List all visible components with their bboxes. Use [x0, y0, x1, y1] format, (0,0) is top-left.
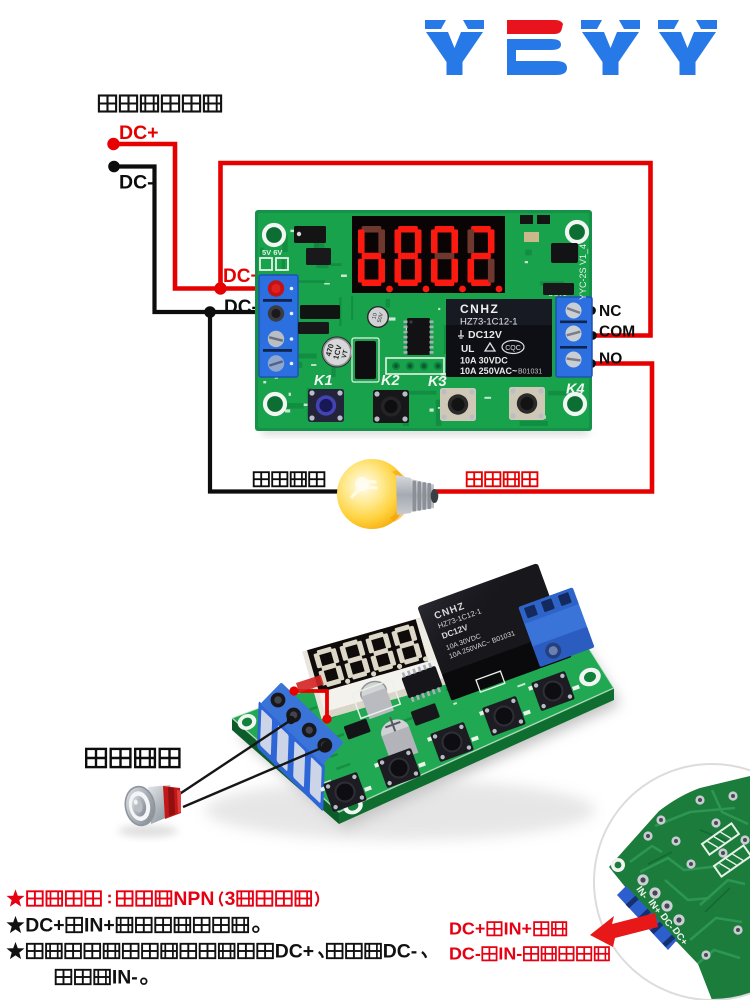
svg-text:5V 6V: 5V 6V: [262, 248, 282, 257]
svg-text:DC-: DC-: [224, 297, 258, 318]
svg-text:DC+: DC+: [223, 266, 262, 287]
svg-text:CNHZ: CNHZ: [460, 302, 499, 316]
svg-text:NO: NO: [599, 351, 622, 368]
svg-text:K1: K1: [314, 373, 333, 389]
svg-text:DC+: DC+: [275, 941, 314, 963]
svg-text:VT: VT: [341, 349, 350, 359]
svg-text:DC-: DC-: [383, 941, 417, 963]
svg-text:YYC-2S V1_4: YYC-2S V1_4: [578, 244, 588, 300]
svg-text:10A 250VAC~: 10A 250VAC~: [460, 366, 517, 376]
svg-text:DC12V: DC12V: [468, 329, 502, 341]
svg-text:1CV: 1CV: [331, 344, 343, 360]
svg-text:IN+: IN+: [84, 915, 115, 937]
svg-text:IN+: IN+: [504, 919, 532, 939]
svg-text:DC-: DC-: [119, 172, 154, 194]
svg-text:K2: K2: [381, 373, 400, 389]
svg-text:3: 3: [225, 888, 236, 910]
svg-text:IN-: IN-: [112, 967, 138, 989]
svg-text:K3: K3: [428, 374, 447, 390]
svg-text:DC+: DC+: [25, 915, 64, 937]
svg-text:NPN: NPN: [173, 888, 214, 910]
svg-text:10: 10: [371, 312, 378, 319]
svg-text:DC+: DC+: [449, 919, 485, 939]
svg-text:COM: COM: [599, 324, 635, 341]
svg-text:10A 30VDC: 10A 30VDC: [460, 356, 508, 366]
svg-text:50V: 50V: [377, 312, 385, 323]
svg-text:HZ73-1C12-1: HZ73-1C12-1: [460, 317, 518, 328]
svg-text:K4: K4: [566, 382, 585, 398]
svg-text:470: 470: [324, 343, 336, 357]
svg-text:B01031: B01031: [518, 369, 542, 376]
svg-text:IN-: IN-: [498, 944, 522, 964]
svg-text:DC-: DC-: [449, 944, 481, 964]
svg-text:NC: NC: [599, 303, 621, 320]
svg-text:UL: UL: [461, 344, 474, 355]
svg-text:DC+: DC+: [119, 122, 159, 144]
svg-text:CQC: CQC: [505, 345, 521, 352]
